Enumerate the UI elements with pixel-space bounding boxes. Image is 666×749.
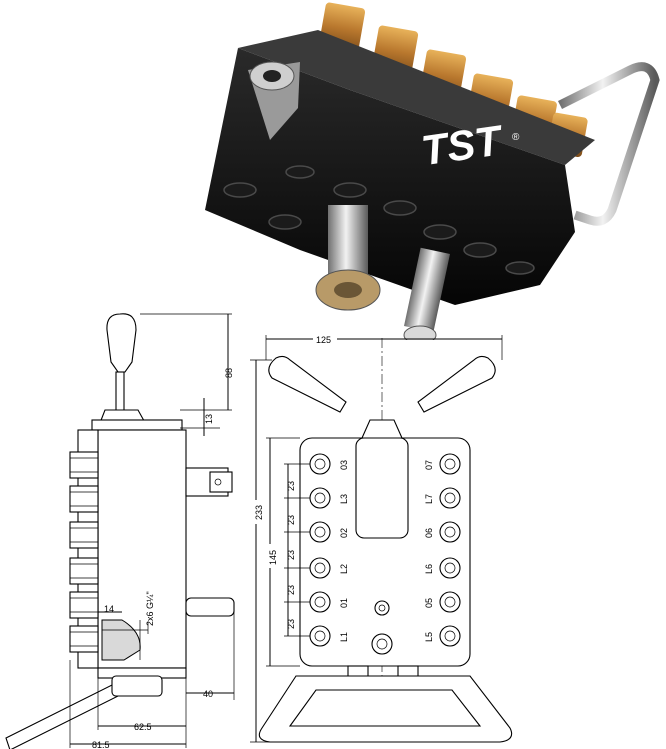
port-label: L2 — [339, 564, 349, 574]
front-handle-left — [268, 355, 347, 413]
ports-right — [439, 453, 461, 647]
port-label: L3 — [339, 494, 349, 504]
port-label: L7 — [424, 494, 434, 504]
port-label: L6 — [424, 564, 434, 574]
registered-mark: ® — [512, 132, 520, 143]
port-label: L5 — [424, 632, 434, 642]
port-label: L1 — [339, 632, 349, 642]
dim-62-5: 62.5 — [134, 722, 152, 732]
product-photo: TST ® — [205, 2, 660, 340]
pitch-dimensions: 23 23 23 23 23 — [284, 463, 310, 637]
guide-pin — [404, 247, 450, 333]
block-top — [238, 30, 595, 165]
ports-left — [309, 453, 331, 647]
port-label: 07 — [424, 460, 434, 470]
port-labels-right: 07 L7 06 L6 05 L5 — [424, 460, 434, 642]
dim-23: 23 — [286, 550, 296, 560]
lever-knob — [106, 313, 137, 373]
block-body — [205, 48, 575, 305]
front-handle-right — [417, 355, 496, 413]
thread-spec: 2x6 G¼" — [145, 591, 155, 626]
port-label: 05 — [424, 598, 434, 608]
dim-145: 145 — [268, 550, 278, 565]
side-guide-pin — [185, 597, 235, 617]
front-view: 03 L3 02 L2 01 L1 07 L7 06 L6 05 L5 — [250, 332, 513, 743]
port-label: 03 — [339, 460, 349, 470]
brand-logo: TST — [418, 116, 506, 174]
dim-40: 40 — [203, 689, 213, 699]
port-label: 06 — [424, 528, 434, 538]
handle-rod — [557, 62, 660, 226]
dim-81-5: 81.5 — [92, 740, 110, 749]
lever-shaft — [115, 371, 125, 413]
dim-23: 23 — [286, 619, 296, 629]
dim-14: 14 — [104, 604, 114, 614]
dim-23: 23 — [286, 515, 296, 525]
port-labels-left: 03 L3 02 L2 01 L1 — [339, 460, 349, 642]
side-view: 88 13 14 2x6 G¼" 40 62.5 81.5 — [5, 313, 235, 749]
side-ports — [223, 165, 535, 275]
dim-88: 88 — [224, 368, 234, 378]
dim-233: 233 — [254, 505, 264, 520]
dim-13: 13 — [204, 414, 214, 424]
dim-125: 125 — [316, 335, 331, 345]
dim-23: 23 — [286, 585, 296, 595]
dim-23: 23 — [286, 481, 296, 491]
port-label: 02 — [339, 528, 349, 538]
side-fittings — [69, 451, 99, 653]
port-label: 01 — [339, 598, 349, 608]
